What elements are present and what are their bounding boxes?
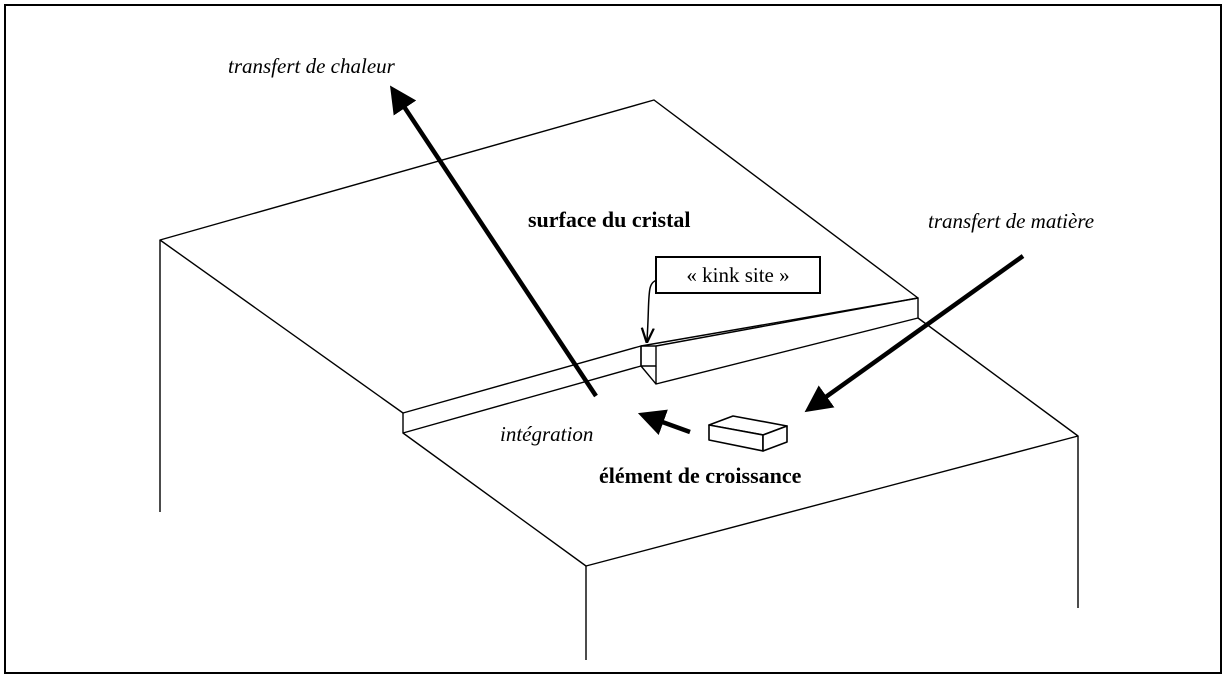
growth-element-box bbox=[708, 415, 788, 452]
growth-element-label: élément de croissance bbox=[599, 463, 802, 488]
lower-terrace bbox=[402, 317, 1079, 567]
mass-transfer-arrow bbox=[804, 254, 1025, 413]
step-face-right bbox=[655, 297, 919, 385]
integration-arrow bbox=[637, 409, 691, 436]
crystal-surface-label: surface du cristal bbox=[528, 207, 691, 232]
step-face-left bbox=[402, 346, 642, 434]
kink-notch bbox=[640, 345, 657, 385]
mass-transfer-label: transfert de matière bbox=[928, 209, 1095, 233]
kink-site-label: « kink site » bbox=[655, 256, 821, 294]
crystal-block bbox=[159, 99, 1079, 660]
integration-label: intégration bbox=[500, 422, 594, 446]
heat-transfer-label: transfert de chaleur bbox=[228, 54, 395, 78]
figure-frame bbox=[4, 4, 1222, 674]
upper-terrace bbox=[159, 99, 919, 414]
heat-transfer-arrow bbox=[390, 85, 598, 398]
